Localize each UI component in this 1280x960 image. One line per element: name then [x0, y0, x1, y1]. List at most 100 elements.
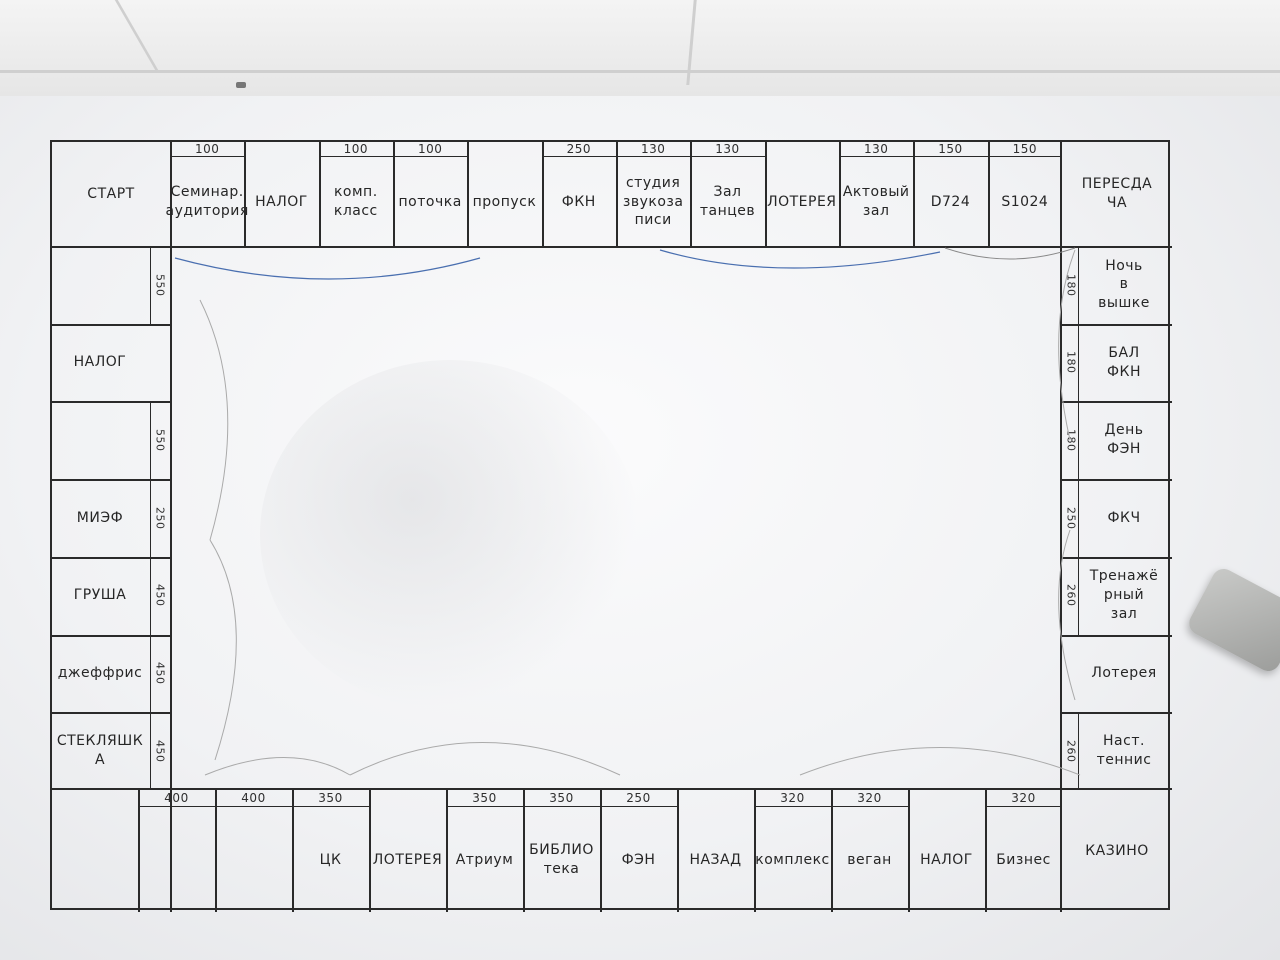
- price-label: 250: [153, 506, 167, 530]
- price-label: 350: [549, 790, 574, 805]
- board-line: [1062, 479, 1172, 482]
- board-line: [52, 712, 170, 715]
- price-label: 450: [153, 584, 167, 607]
- board-cell: ГРУША: [73, 587, 127, 604]
- price-label: 180: [1064, 429, 1078, 452]
- board-line: [52, 246, 170, 248]
- board-cell: НАЗАД: [689, 851, 742, 868]
- board-line: [393, 156, 468, 157]
- price-label: 100: [194, 141, 220, 156]
- board-line: [1078, 556, 1079, 635]
- board-line: [52, 479, 170, 482]
- board-line: [215, 806, 292, 807]
- board-line: [754, 790, 756, 912]
- board-line: [467, 142, 470, 246]
- board-line: [600, 806, 677, 807]
- board-line: [52, 323, 170, 326]
- price-label: 320: [780, 790, 805, 805]
- price-label: 450: [153, 739, 167, 763]
- board-line: [292, 790, 294, 912]
- board-line: [318, 142, 321, 246]
- price-label: 400: [164, 790, 189, 805]
- price-label: 450: [153, 662, 167, 685]
- board-line: [1062, 634, 1172, 637]
- price-label: 260: [1064, 739, 1078, 763]
- board-line: [393, 142, 395, 246]
- board-line: [764, 142, 767, 246]
- price-label: 400: [241, 790, 266, 805]
- board-cell: D724: [930, 193, 971, 210]
- board-line: [52, 788, 1172, 790]
- board-cell: ФКЧ: [1107, 509, 1141, 526]
- board-line: [52, 634, 170, 637]
- board-line: [831, 806, 908, 807]
- price-label: 150: [938, 141, 963, 156]
- board-cell: Зал танцев: [699, 184, 756, 219]
- board-line: [1078, 246, 1079, 324]
- board-line: [1060, 142, 1062, 912]
- board-cell: студия звукоза писи: [622, 174, 684, 229]
- price-label: 320: [1011, 790, 1036, 805]
- board-line: [52, 556, 170, 559]
- corner-casino: КАЗИНО: [1085, 842, 1149, 859]
- price-label: 250: [566, 141, 592, 156]
- board-line: [1062, 323, 1172, 326]
- board-line: [150, 401, 151, 480]
- price-label: 100: [417, 141, 443, 156]
- board-line: [150, 634, 151, 713]
- price-label: 130: [863, 141, 889, 156]
- board-line: [138, 790, 140, 912]
- board-line: [150, 712, 151, 790]
- price-label: 100: [343, 141, 369, 156]
- board-line: [616, 156, 691, 157]
- price-label: 350: [318, 790, 343, 805]
- board-cell: СТЕКЛЯШК А: [56, 733, 144, 769]
- board-cell: поточка: [398, 193, 462, 210]
- board-line: [913, 142, 916, 246]
- board-line: [170, 156, 245, 157]
- price-label: 130: [640, 141, 666, 156]
- board-cell: Ночь в вышке: [1098, 257, 1150, 312]
- board-cell: Семинар. аудитория: [165, 184, 249, 219]
- board-line: [831, 790, 833, 912]
- board-cell: НАЛОГ: [73, 354, 127, 371]
- board-cell: ЛОТЕРЕЯ: [767, 193, 837, 210]
- board-line: [839, 142, 841, 246]
- board-line: [150, 246, 151, 324]
- board-cell: Атриум: [455, 851, 514, 868]
- board-line: [523, 806, 600, 807]
- board-line: [677, 790, 679, 912]
- board-line: [1062, 401, 1172, 404]
- board-line: [1078, 323, 1079, 402]
- ceiling: [0, 0, 1280, 103]
- board-cell: ФЭН: [621, 851, 656, 868]
- board-line: [150, 479, 151, 557]
- board-line: [1062, 712, 1172, 715]
- price-label: 260: [1064, 584, 1078, 607]
- board-line: [541, 142, 544, 246]
- price-label: 550: [153, 273, 167, 297]
- ceiling-grid-line: [0, 70, 1280, 73]
- board-line: [987, 156, 1062, 157]
- board-cell: НАЛОГ: [920, 851, 973, 868]
- price-label: 130: [715, 141, 740, 156]
- board-line: [1078, 479, 1079, 557]
- board-cell: День ФЭН: [1104, 422, 1144, 458]
- board-line: [446, 790, 448, 912]
- board-line: [1078, 712, 1079, 790]
- board-cell: S1024: [1001, 193, 1049, 210]
- board-line: [318, 156, 393, 157]
- board-line: [52, 401, 170, 404]
- board-line: [839, 156, 914, 157]
- board-cell: НАЛОГ: [255, 193, 308, 210]
- board-cell: джеффрис: [57, 664, 143, 681]
- board-line: [138, 806, 215, 807]
- board-line: [913, 156, 988, 157]
- board-line: [987, 142, 990, 246]
- board-line: [52, 246, 1172, 248]
- board-cell: БАЛ ФКН: [1106, 344, 1142, 380]
- board-cell: Актовый зал: [842, 184, 910, 219]
- board-line: [541, 156, 616, 157]
- board-line: [292, 806, 369, 807]
